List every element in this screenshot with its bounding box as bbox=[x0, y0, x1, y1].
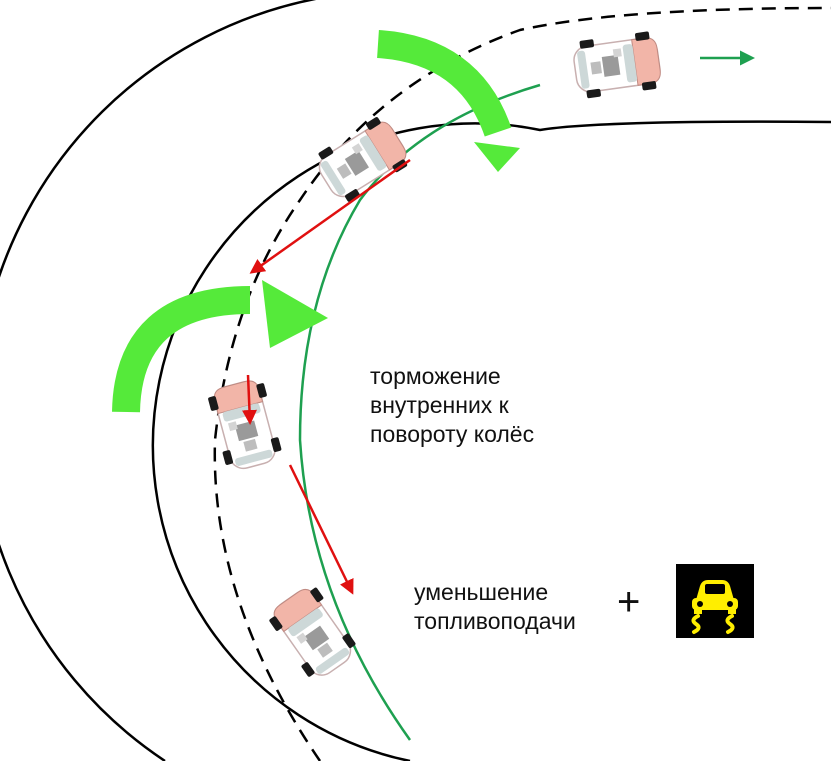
caption-line: топливоподачи bbox=[414, 608, 576, 634]
skidding-car-warning-icon bbox=[676, 564, 754, 638]
road-outer-edge bbox=[0, 0, 317, 761]
force-vector-mid-short bbox=[241, 374, 257, 425]
caption-line: внутренних к bbox=[370, 392, 509, 418]
force-vector-upper bbox=[249, 158, 411, 274]
force-vector-mid-long bbox=[288, 464, 354, 595]
caption-inner-wheel-braking: торможение внутренних к повороту колёс bbox=[370, 362, 534, 449]
caption-fuel-reduction: уменьшение топливоподачи bbox=[414, 578, 576, 636]
caption-line: уменьшение bbox=[414, 579, 549, 605]
caption-line: повороту колёс bbox=[370, 421, 535, 447]
car-exit bbox=[570, 29, 664, 101]
rotation-arrow-upper bbox=[376, 30, 520, 172]
car-entry bbox=[264, 581, 362, 685]
road-inner-edge bbox=[151, 120, 831, 761]
planned-path bbox=[213, 6, 831, 761]
actual-path bbox=[298, 83, 541, 741]
rotation-arrow-lower bbox=[112, 280, 328, 413]
caption-line: торможение bbox=[370, 363, 501, 389]
plus-sign: + bbox=[617, 580, 641, 624]
